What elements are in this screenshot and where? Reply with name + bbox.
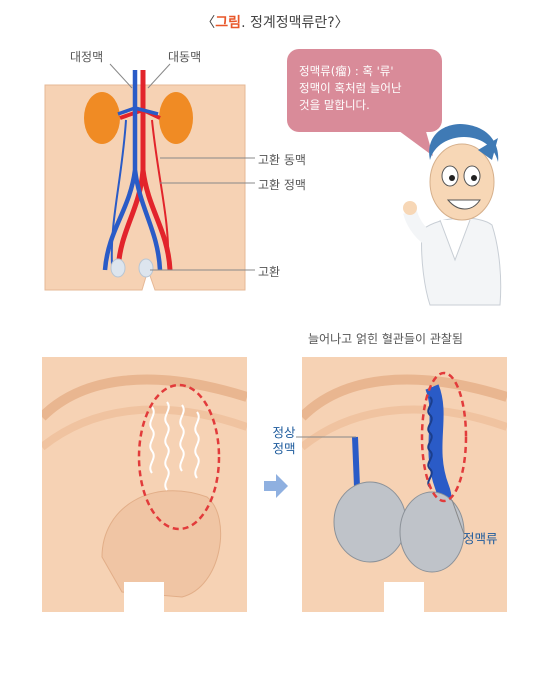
bubble-line-3: 것을 말합니다. (299, 98, 370, 112)
testis-affected (399, 491, 465, 573)
label-testis: 고환 (258, 265, 281, 279)
bubble-line-1: 정맥류(瘤) : 혹 '류' (299, 64, 394, 78)
title-accent: 그림 (215, 15, 242, 31)
external-view-panel (42, 357, 247, 612)
speech-bubble: 정맥류(瘤) : 혹 '류' 정맥이 혹처럼 늘어난 것을 말합니다. (287, 49, 442, 132)
label-vena-cava: 대정맥 (70, 50, 104, 64)
kidney-left (84, 92, 120, 144)
highlight-circle-left (137, 383, 221, 531)
testis-right (138, 258, 154, 278)
arrow-icon (264, 474, 288, 498)
label-testicular-vein: 고환 정맥 (258, 178, 306, 192)
anatomy-diagram (44, 70, 246, 291)
label-testicular-artery: 고환 동맥 (258, 153, 306, 167)
testis-left (110, 258, 126, 278)
title-prefix: 〈 (201, 15, 216, 31)
bubble-tail (395, 128, 433, 156)
highlight-circle-right (420, 371, 468, 503)
vena-cava (102, 70, 163, 271)
kidney-right (159, 92, 193, 144)
testis-normal (333, 481, 407, 563)
label-normal-vein-line-1: 정상 (272, 425, 296, 440)
normal-vein-leader (296, 436, 356, 438)
label-normal-vein-line-2: 정맥 (272, 441, 296, 456)
figure-title: 〈그림. 정계정맥류란?〉 (0, 12, 550, 32)
observation-caption: 늘어나고 얽힌 혈관들이 관찰됨 (308, 332, 463, 346)
title-rest: . 정계정맥류란?〉 (241, 15, 349, 31)
doctor-illustration (403, 124, 502, 306)
label-normal-vein: 정상 정맥 (266, 425, 302, 457)
label-aorta: 대동맥 (168, 50, 202, 64)
label-varicocele: 정맥류 (463, 531, 498, 546)
internal-view-panel (302, 357, 507, 612)
varicocele-leader (451, 500, 465, 535)
bubble-line-2: 정맥이 혹처럼 늘어난 (299, 81, 402, 95)
